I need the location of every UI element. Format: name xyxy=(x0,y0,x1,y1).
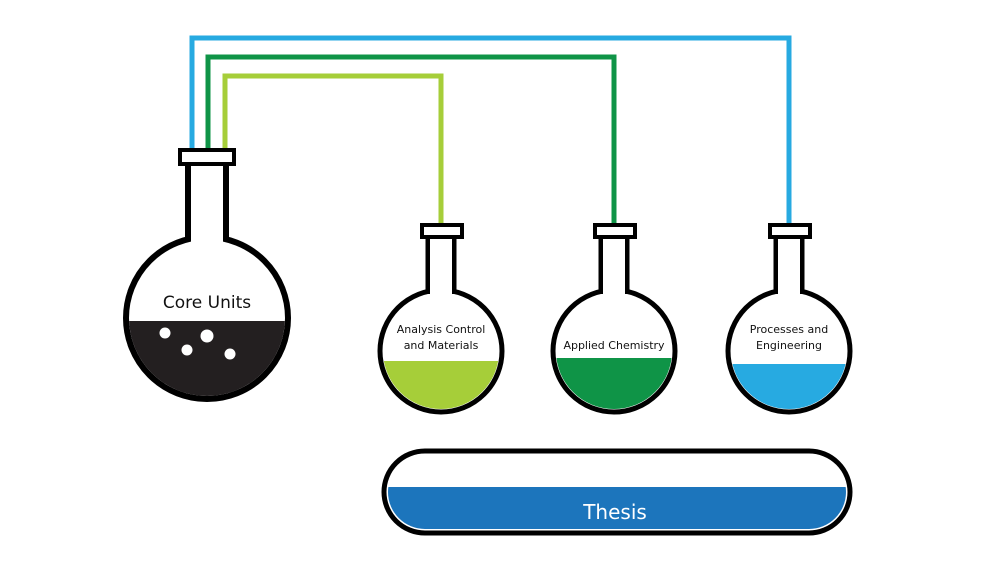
flask-core-neck xyxy=(185,163,229,240)
flask-core-units: Core Units xyxy=(123,148,291,402)
flask-core-lip xyxy=(178,148,236,166)
flask-processes-neck-fill xyxy=(778,237,800,297)
connector-processes-engineering xyxy=(189,35,792,225)
connector-applied-chemistry xyxy=(205,54,617,225)
flask-applied-neck-fill xyxy=(603,237,625,297)
flask-applied-lip xyxy=(593,223,637,239)
thesis-tube-liquid xyxy=(388,487,846,529)
flask-analysis-neck xyxy=(425,237,457,294)
flask-analysis-lip xyxy=(420,223,464,239)
bubble xyxy=(224,348,236,360)
thesis-label: Thesis xyxy=(582,500,647,524)
flask-applied-label: Applied Chemistry xyxy=(563,339,665,352)
flask-core-neck-fill xyxy=(191,163,223,243)
connector-analysis-control xyxy=(222,73,444,225)
flask-analysis-label-line1: Analysis Control xyxy=(397,323,486,336)
bubble xyxy=(200,329,214,343)
connector-lines xyxy=(189,35,792,225)
flask-core-label: Core Units xyxy=(163,293,251,313)
flask-processes-neck xyxy=(773,237,805,294)
flask-processes-label-line2: Engineering xyxy=(756,339,822,352)
flask-processes-engineering: Processes and Engineering xyxy=(725,223,853,415)
flask-applied-chemistry: Applied Chemistry xyxy=(550,223,678,415)
flask-analysis-label-line2: and Materials xyxy=(404,339,479,352)
flask-applied-neck xyxy=(598,237,630,294)
flask-processes-label-line1: Processes and xyxy=(750,323,828,336)
bubble xyxy=(181,344,193,356)
thesis-tube: Thesis xyxy=(381,448,853,536)
flask-analysis-neck-fill xyxy=(430,237,452,297)
flask-analysis-control: Analysis Control and Materials xyxy=(377,223,505,415)
bubble xyxy=(159,327,171,339)
bubbles xyxy=(159,327,236,360)
flask-processes-lip xyxy=(768,223,812,239)
